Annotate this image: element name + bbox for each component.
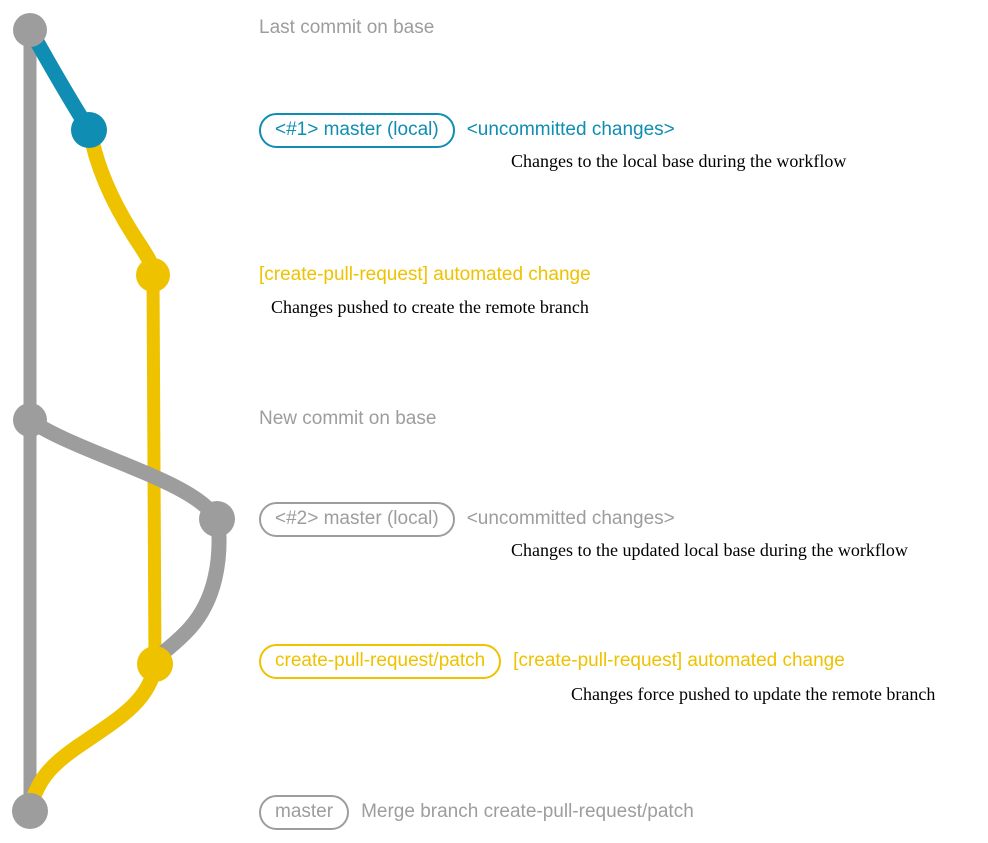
remote-branch-line-1 (82, 123, 161, 283)
commit-row-merge: master Merge branch create-pull-request/… (259, 795, 694, 830)
local-to-remote-line-2 (147, 512, 227, 672)
commit-description-automated-change-1: Changes pushed to create the remote bran… (271, 297, 589, 317)
commit-subject: [create-pull-request] automated change (259, 264, 591, 285)
commit-node-new-commit-on-base[interactable] (13, 403, 47, 437)
commit-node-automated-change-1[interactable] (136, 258, 170, 292)
commit-subject: New commit on base (259, 408, 437, 429)
commit-node-merge[interactable] (12, 793, 48, 829)
commit-row-uncommitted-2: <#2> master (local) <uncommitted changes… (259, 502, 675, 537)
commit-description-automated-change-2: Changes force pushed to update the remot… (571, 684, 936, 704)
commit-subject: <uncommitted changes> (466, 508, 675, 530)
ref-chip-master[interactable]: master (259, 795, 350, 830)
ref-chip-master-local-2[interactable]: <#2> master (local) (259, 502, 455, 537)
commit-node-automated-change-2[interactable] (137, 646, 173, 682)
commit-subject: Last commit on base (259, 17, 435, 38)
commit-node-last-commit-on-base[interactable] (13, 13, 47, 47)
commit-description-uncommitted-1: Changes to the local base during the wor… (511, 151, 847, 171)
commit-row-automated-change-1: [create-pull-request] automated change (259, 264, 591, 286)
commit-description-uncommitted-2: Changes to the updated local base during… (511, 540, 908, 560)
commit-subject: [create-pull-request] automated change (513, 650, 845, 672)
commit-row-automated-change-2: create-pull-request/patch [create-pull-r… (259, 644, 845, 679)
commit-node-uncommitted-1[interactable] (71, 112, 107, 148)
ref-chip-master-local-1[interactable]: <#1> master (local) (259, 113, 455, 148)
commit-row-last-commit-on-base: Last commit on base (259, 17, 434, 39)
commit-node-uncommitted-2[interactable] (199, 501, 235, 537)
commit-row-uncommitted-1: <#1> master (local) <uncommitted changes… (259, 113, 675, 148)
local-branch-line-2 (23, 413, 225, 527)
commit-subject: <uncommitted changes> (466, 119, 675, 141)
ref-chip-create-pull-request-patch[interactable]: create-pull-request/patch (259, 644, 502, 679)
merge-line (22, 657, 163, 819)
commit-row-new-commit-on-base: New commit on base (259, 408, 436, 430)
commit-subject: Merge branch create-pull-request/patch (361, 801, 694, 823)
